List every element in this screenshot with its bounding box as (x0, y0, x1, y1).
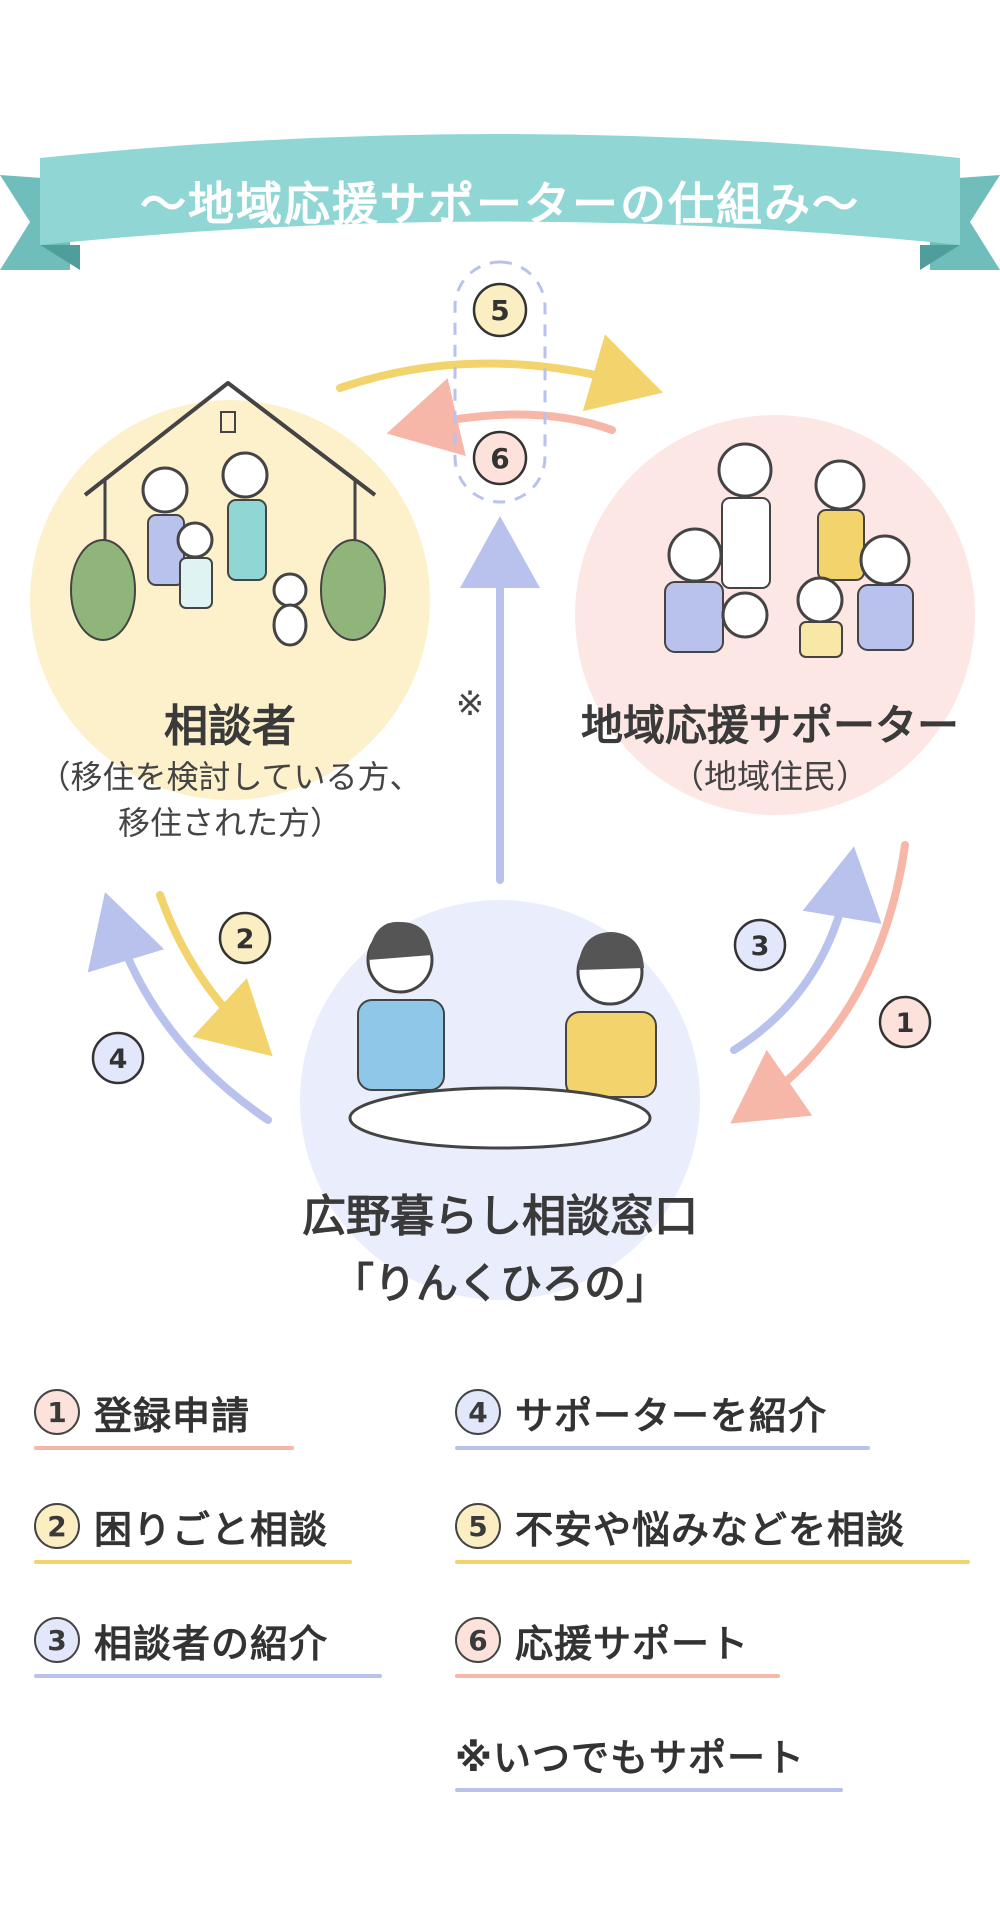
legend-label-1: 登録申請 (94, 1393, 251, 1438)
legend-item-6: 6 応援サポート (455, 1612, 780, 1678)
family-house-illustration (70, 381, 386, 647)
arrow-1 (730, 841, 909, 1124)
svg-text:6: 6 (490, 442, 509, 475)
legend-underline-6 (455, 1674, 780, 1678)
step-badge-6: 6 (472, 430, 528, 486)
consultant-sub2: 移住された方） (117, 804, 342, 842)
arrow-5 (336, 334, 664, 412)
office-name: 広野暮らし相談窓口 (302, 1191, 698, 1242)
supporter-sub: （地域住民） (671, 757, 869, 796)
legend-underline-3 (34, 1674, 382, 1678)
consultant-sub1: （移住を検討している方、 (38, 758, 422, 796)
legend-label-4: サポーターを紹介 (515, 1393, 828, 1438)
step-badge-3: 3 (733, 918, 787, 972)
arrow-6 (386, 378, 616, 457)
legend-item-5: 5 不安や悩みなどを相談 (455, 1498, 970, 1564)
legend-item-4: 4 サポーターを紹介 (455, 1384, 870, 1450)
consultant-circle (30, 400, 430, 800)
legend-label-6: 応援サポート (515, 1621, 750, 1666)
legend-item-2: 2 困りごと相談 (34, 1498, 352, 1564)
svg-text:4: 4 (109, 1044, 128, 1075)
office-sub: 「りんくひろの」 (331, 1259, 668, 1308)
step-badge-4: 4 (91, 1031, 145, 1085)
dashed-capsule (453, 260, 547, 504)
arrow-2 (156, 891, 273, 1057)
step-badge-1: 1 (878, 995, 932, 1049)
svg-text:2: 2 (236, 924, 255, 955)
legend-underline-1 (34, 1446, 294, 1450)
svg-text:5: 5 (490, 294, 509, 327)
arrow-3 (730, 846, 882, 1054)
legend-label-5: 不安や悩みなどを相談 (515, 1507, 906, 1552)
legend-underline-4 (455, 1446, 870, 1450)
step-badge-2: 2 (218, 911, 272, 965)
legend-item-3: 3 相談者の紹介 (34, 1612, 382, 1678)
consultant-name: 相談者 (164, 701, 296, 752)
legend-num-6: 6 (455, 1617, 501, 1663)
legend-num-2: 2 (34, 1503, 80, 1549)
title-banner (0, 134, 1000, 270)
legend-label-3: 相談者の紹介 (94, 1621, 329, 1666)
legend-note-label: ※いつでもサポート (455, 1735, 805, 1780)
legend-label-2: 困りごと相談 (94, 1507, 329, 1552)
legend-note: ※いつでもサポート (455, 1726, 843, 1792)
legend-item-1: 1 登録申請 (34, 1384, 294, 1450)
arrow-4 (87, 892, 272, 1124)
page-title: 〜地域応援サポーターの仕組み〜 (140, 177, 860, 231)
legend-underline-2 (34, 1560, 352, 1564)
legend-underline-note (455, 1788, 843, 1792)
supporter-name: 地域応援サポーター (580, 701, 959, 750)
legend-underline-5 (455, 1560, 970, 1564)
supporter-circle (575, 415, 975, 815)
note-mark: ※ (456, 684, 485, 724)
legend-num-1: 1 (34, 1389, 80, 1435)
legend-num-4: 4 (455, 1389, 501, 1435)
svg-text:1: 1 (896, 1008, 915, 1039)
supporters-group-illustration (664, 442, 914, 658)
step-badge-5: 5 (472, 282, 528, 338)
legend-num-3: 3 (34, 1617, 80, 1663)
svg-text:3: 3 (751, 931, 770, 962)
consultation-illustration (348, 921, 657, 1150)
legend-num-5: 5 (455, 1503, 501, 1549)
